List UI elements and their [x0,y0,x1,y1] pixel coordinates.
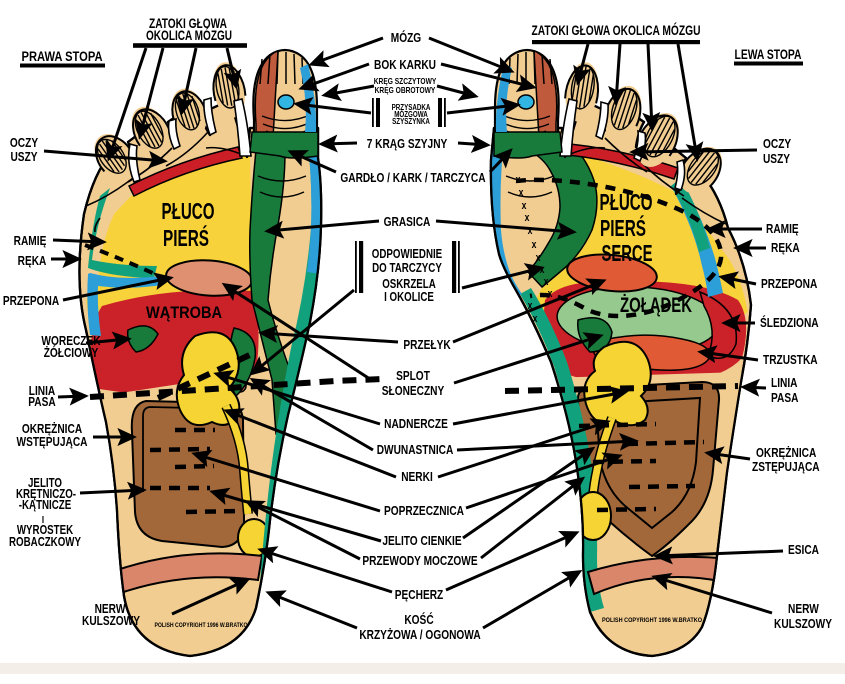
svg-text:DO TARCZYCY: DO TARCZYCY [372,261,442,275]
svg-text:PRZEPONA: PRZEPONA [761,276,818,291]
svg-text:OSKRZELA: OSKRZELA [382,277,436,291]
svg-text:7 KRĄG SZYJNY: 7 KRĄG SZYJNY [367,136,448,151]
svg-text:x: x [533,313,538,325]
svg-text:BOK KARKU: BOK KARKU [374,57,436,72]
svg-text:PRZEPONA: PRZEPONA [3,293,60,308]
svg-text:PĘCHERZ: PĘCHERZ [395,587,444,602]
svg-text:MÓZGOWA: MÓZGOWA [394,110,428,119]
svg-text:x: x [528,225,533,237]
svg-text:POLISH COPYRIGHT 1996 W.BRATKO: POLISH COPYRIGHT 1996 W.BRATKO [602,617,702,624]
svg-text:GARDŁO / KARK / TARCZYCA: GARDŁO / KARK / TARCZYCA [340,170,486,185]
svg-text:SŁONECZNY: SŁONECZNY [382,383,445,398]
svg-text:PRZYSADKA: PRZYSADKA [392,103,431,112]
svg-text:LEWA STOPA: LEWA STOPA [735,47,802,62]
svg-text:x: x [528,300,533,312]
svg-text:x: x [532,239,537,251]
svg-text:WSTĘPUJĄCA: WSTĘPUJĄCA [17,434,88,449]
svg-text:x: x [519,187,524,199]
svg-text:NERW: NERW [788,601,819,616]
svg-text:ŻÓŁCIOWY: ŻÓŁCIOWY [44,345,99,360]
svg-text:ŚLEDZIONA: ŚLEDZIONA [760,315,819,330]
svg-text:OKRĘŻNICA: OKRĘŻNICA [22,421,83,436]
svg-text:RAMIĘ: RAMIĘ [14,233,47,248]
svg-text:ŻOŁĄDEK: ŻOŁĄDEK [620,294,692,317]
svg-text:KOŚĆ: KOŚĆ [404,612,434,627]
svg-text:SERCE: SERCE [602,240,653,266]
svg-text:ZSTĘPUJĄCA: ZSTĘPUJĄCA [752,459,820,474]
svg-text:USZY: USZY [11,149,38,164]
svg-text:ODPOWIEDNIE: ODPOWIEDNIE [372,247,442,261]
svg-text:OCZY: OCZY [763,136,791,151]
svg-text:LINIA: LINIA [771,375,798,390]
svg-text:KRĘTNICZO-: KRĘTNICZO- [16,487,76,501]
svg-text:OKOLICA MÓZGU: OKOLICA MÓZGU [146,28,232,43]
svg-text:POLISH COPYRIGHT 1996 W.BRATKO: POLISH COPYRIGHT 1996 W.BRATKO [155,622,248,629]
svg-text:KRZYŻOWA / OGONOWA: KRZYŻOWA / OGONOWA [359,627,481,642]
svg-text:GRASICA: GRASICA [384,214,431,229]
svg-text:PIERŚ: PIERŚ [600,214,646,241]
svg-text:MÓZG: MÓZG [391,30,421,45]
svg-text:-KĄTNICZE: -KĄTNICZE [19,498,72,512]
svg-text:PŁUCO: PŁUCO [600,189,653,215]
svg-text:I: I [42,515,44,526]
svg-text:x: x [536,252,541,264]
svg-text:KRĘG OBROTOWY: KRĘG OBROTOWY [375,85,436,95]
svg-text:NADNERCZE: NADNERCZE [384,416,448,431]
svg-text:KULSZOWY: KULSZOWY [82,613,140,628]
svg-text:RAMIĘ: RAMIĘ [766,221,799,236]
svg-text:PRZEWODY MOCZOWE: PRZEWODY MOCZOWE [362,553,478,568]
svg-text:PŁUCO: PŁUCO [162,198,215,224]
svg-text:NERW: NERW [95,601,126,616]
svg-text:ROBACZKOWY: ROBACZKOWY [9,535,82,549]
svg-text:PRAWA STOPA: PRAWA STOPA [22,49,103,64]
svg-text:RĘKA: RĘKA [18,253,47,268]
svg-text:TRZUSTKA: TRZUSTKA [763,352,818,367]
svg-text:ZATOKI GŁOWA: ZATOKI GŁOWA [149,16,227,31]
svg-text:ESICA: ESICA [788,542,819,557]
svg-text:NERKI: NERKI [401,469,433,484]
svg-text:POPRZECZNICA: POPRZECZNICA [384,503,464,518]
svg-text:WĄTROBA: WĄTROBA [146,304,222,322]
svg-text:KRĘG SZCZYTOWY: KRĘG SZCZYTOWY [374,76,437,86]
svg-text:OKRĘŻNICA: OKRĘŻNICA [756,445,817,460]
svg-text:DWUNASTNICA: DWUNASTNICA [377,442,454,457]
svg-text:x: x [540,264,545,276]
svg-text:PRZEŁYK: PRZEŁYK [403,337,451,352]
svg-text:PASA: PASA [771,390,799,405]
svg-text:PIERŚ: PIERŚ [163,224,209,251]
svg-text:USZY: USZY [763,151,790,166]
svg-text:x: x [525,212,530,224]
svg-text:x: x [544,276,549,288]
svg-text:JELITO CIENKIE: JELITO CIENKIE [382,533,462,548]
svg-text:x: x [522,200,527,212]
svg-text:LINIA: LINIA [29,383,56,398]
svg-text:x: x [548,288,553,300]
svg-text:SZYSZYNKA: SZYSZYNKA [392,117,430,126]
svg-text:OCZY: OCZY [10,135,38,150]
svg-text:WYROSTEK: WYROSTEK [17,523,73,537]
svg-text:PASA: PASA [28,394,56,409]
svg-text:SPLOT: SPLOT [396,368,430,383]
svg-text:I OKOLICE: I OKOLICE [384,290,434,304]
svg-text:ZATOKI GŁOWA OKOLICA MÓZGU: ZATOKI GŁOWA OKOLICA MÓZGU [532,23,701,38]
svg-text:RĘKA: RĘKA [771,240,800,255]
svg-text:KULSZOWY: KULSZOWY [774,616,832,631]
svg-text:JELITO: JELITO [28,476,62,490]
